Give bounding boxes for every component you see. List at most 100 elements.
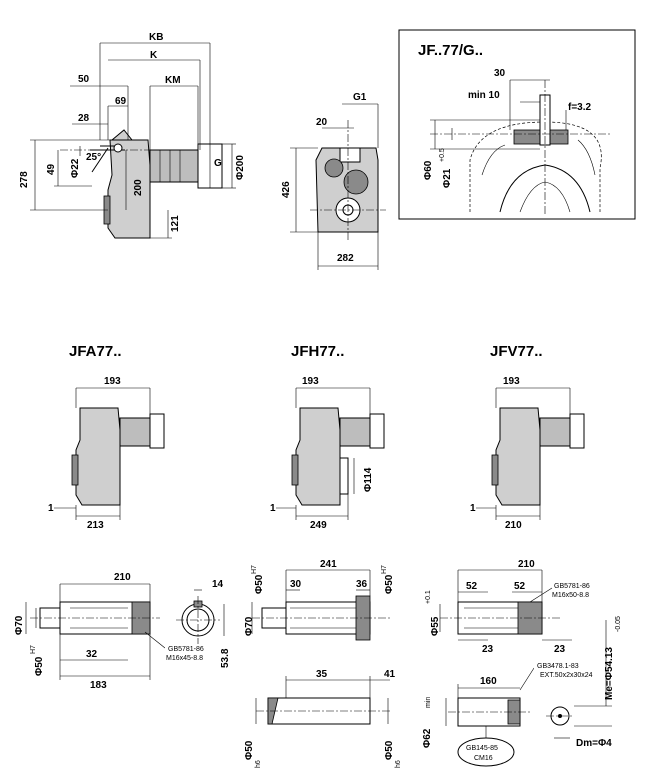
inset-jf77g: JF..77/G.. 30 min 10 f=3.2 Φ60 Φ21 +0.5 (398, 29, 636, 220)
dim-426: 426 (281, 181, 292, 198)
dim-inset-30: 30 (494, 68, 506, 79)
jfh-dim-side: Φ114 (363, 467, 374, 492)
shaft-v-std2: M16x50-8.8 (552, 592, 589, 599)
shaft-h-dim-36: 36 (356, 579, 368, 590)
dim-g1: G1 (353, 92, 367, 103)
variant-jfa77: 193 1 213 (48, 376, 165, 531)
dim-km: KM (165, 75, 181, 86)
jfa-motor (119, 417, 151, 447)
gear-circle-2 (343, 169, 369, 195)
shaft-h-dim-phi50c: Φ50 (244, 740, 255, 760)
jfa-dim-bottom: 213 (87, 520, 104, 531)
shaft-h-dim-241: 241 (320, 559, 337, 570)
shaft-v-dim-52a: 52 (466, 581, 478, 592)
jfh-shrink-disc (339, 457, 349, 495)
shaft-h-h6b: h6 (395, 760, 402, 768)
jfv-flange (491, 454, 499, 486)
shaft-v-std3b: EXT.50x2x30x24 (540, 672, 593, 679)
jfa-dim-top: 193 (104, 376, 121, 387)
dim-min10: min 10 (468, 90, 500, 101)
jfh-motor (339, 417, 371, 447)
shaft-v-dim-me: Me=Φ54.13 (604, 647, 615, 700)
shaft-v-std4b: CM16 (474, 755, 493, 762)
shaft-v-me-tol: -0.05 (615, 616, 622, 632)
jfv-motor (539, 417, 571, 447)
variant-jfh77: 193 Φ114 1 249 (270, 376, 385, 531)
jfa-flange (71, 454, 79, 486)
dim-282: 282 (337, 253, 354, 264)
shaft-v-dim-dm: Dm=Φ4 (576, 738, 612, 749)
dim-inset-phi21: Φ21 (442, 168, 453, 188)
shaft-detail-v: 210 52 52 GB5781-86 M16x50-8.8 Φ55 +0.1 … (422, 559, 622, 767)
jfh-dim-left: 1 (270, 503, 276, 514)
jfv-housing (495, 407, 541, 506)
jfa-fan (149, 413, 165, 449)
jfh-fan (369, 413, 385, 449)
shaft-a-dim-phi70: Φ70 (14, 615, 25, 635)
inset-frame (398, 29, 636, 220)
shaft-a-dim-210: 210 (114, 572, 131, 583)
dim-k: K (150, 50, 158, 61)
shaft-h-dim-30: 30 (290, 579, 302, 590)
jfv-dim-top: 193 (503, 376, 520, 387)
dim-phi200: Φ200 (235, 155, 246, 180)
jfv-dim-left: 1 (470, 503, 476, 514)
inset-title: JF..77/G.. (418, 42, 483, 59)
shaft-v-dim-210: 210 (518, 559, 535, 570)
side-view: KB K KM 50 69 28 25° 278 49 Φ22 200 Φ200 (19, 32, 246, 239)
gear-housing (107, 139, 151, 239)
shaft-a-std2: M16x45-8.8 (166, 655, 203, 662)
jfh-flange (291, 454, 299, 486)
jfh-housing (295, 407, 341, 506)
dim-g: G (214, 158, 222, 169)
jfa-housing (75, 407, 121, 506)
shaft-a-dim-phi50: Φ50 (34, 656, 45, 676)
heading-jfv77: JFV77.. (490, 343, 543, 360)
dim-121: 121 (170, 215, 181, 232)
end-view: G1 20 426 282 (281, 92, 386, 270)
shaft-h-h7a: H7 (251, 565, 258, 574)
shaft-h-h7b: H7 (381, 565, 388, 574)
motor-body (149, 149, 199, 183)
dim-angle: 25° (86, 152, 101, 163)
dim-28: 28 (78, 113, 90, 124)
torque-arm-pin (113, 143, 123, 153)
variant-jfv77: 193 1 210 (470, 376, 585, 531)
shaft-v-dim-phi62: Φ62 (422, 728, 433, 748)
shaft-a-dim-53: 53.8 (220, 648, 231, 668)
dim-278: 278 (19, 171, 30, 188)
jfh-dim-top: 193 (302, 376, 319, 387)
gear-circle-1 (324, 158, 344, 178)
shaft-v-std4: GB145-85 (466, 745, 498, 752)
shaft-v-std3: GB3478.1-83 (537, 663, 579, 670)
shaft-v-tol: +0.1 (425, 590, 432, 604)
dim-20: 20 (316, 117, 328, 128)
shaft-a-std1: GB5781-86 (168, 646, 204, 653)
shaft-v-min: min (425, 697, 432, 708)
shaft-a-h7: H7 (30, 645, 37, 654)
shaft-h-h6a: h6 (255, 760, 262, 768)
heading-jfh77: JFH77.. (291, 343, 344, 360)
jfv-dim-bottom: 210 (505, 520, 522, 531)
shaft-a-dim-14: 14 (212, 579, 224, 590)
dim-phi22: Φ22 (70, 158, 81, 178)
shaft-h-dim-phi70: Φ70 (244, 616, 255, 636)
shaft-v-dim-23b: 23 (554, 644, 566, 655)
shaft-v-dim-160: 160 (480, 676, 497, 687)
shaft-v-dim-phi55: Φ55 (430, 616, 441, 636)
housing-top (110, 129, 134, 141)
jfa-dim-left: 1 (48, 503, 54, 514)
shaft-v-dim-52b: 52 (514, 581, 526, 592)
dim-f: f=3.2 (568, 102, 592, 113)
jfv-fan (569, 413, 585, 449)
shaft-a-dim-183: 183 (90, 680, 107, 691)
shaft-h-dim-phi50b: Φ50 (384, 574, 395, 594)
shaft-detail-a: 210 Φ70 Φ50 H7 32 183 GB5781-86 M16x45-8… (14, 572, 231, 691)
shaft-v-dim-23a: 23 (482, 644, 494, 655)
shaft-v-std1: GB5781-86 (554, 583, 590, 590)
dim-inset-phi60: Φ60 (423, 160, 434, 180)
input-stub (339, 147, 361, 163)
shaft-h-dim-phi50a: Φ50 (254, 574, 265, 594)
